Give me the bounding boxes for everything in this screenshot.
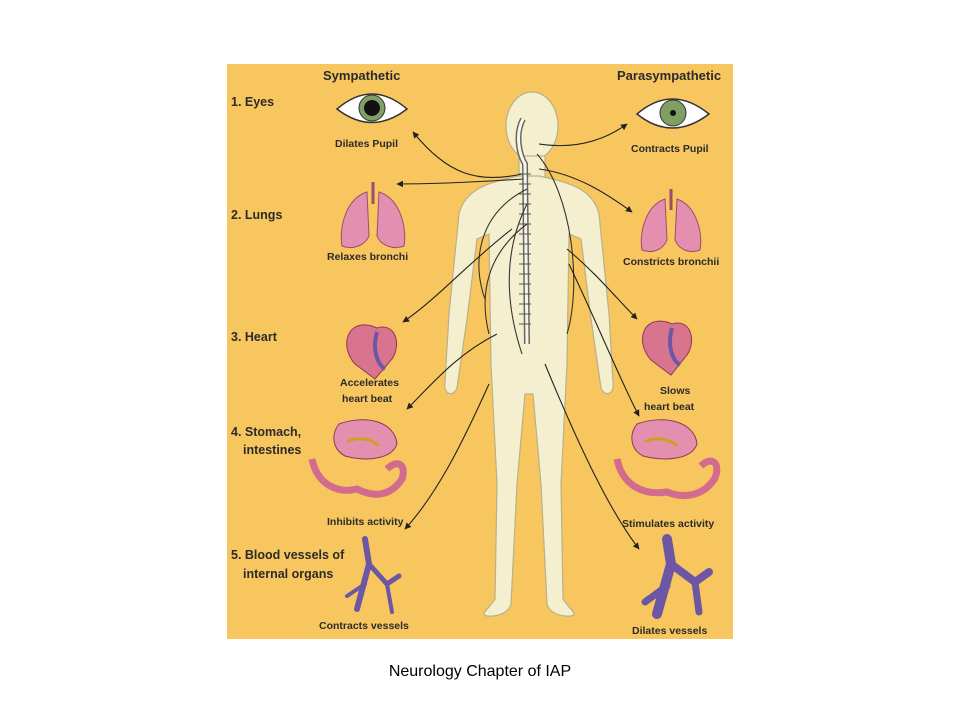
sympathetic-eye-caption: Dilates Pupil	[335, 138, 398, 150]
parasympathetic-lungs-icon	[640, 189, 702, 253]
parasympathetic-blood-vessels-icon	[641, 534, 713, 619]
sympathetic-vessels-caption: Contracts vessels	[319, 620, 409, 632]
sympathetic-stomach-caption: Inhibits activity	[327, 516, 404, 528]
parasympathetic-lungs-caption: Constricts bronchii	[623, 256, 719, 268]
organ-label-vessels-line2: internal organs	[243, 567, 333, 581]
spinal-cord	[515, 117, 531, 345]
organ-label-stomach-line2: intestines	[243, 443, 301, 457]
organ-label-stomach-line1: 4. Stomach,	[231, 425, 301, 439]
sympathetic-lungs-icon	[340, 182, 406, 249]
parasympathetic-vessels-caption: Dilates vessels	[632, 625, 707, 637]
parasympathetic-heart-caption-line1: Slows	[660, 385, 691, 397]
sympathetic-arrows	[396, 131, 524, 530]
organ-label-lungs: 2. Lungs	[231, 208, 282, 222]
organ-label-heart: 3. Heart	[231, 330, 278, 344]
parasympathetic-header: Parasympathetic	[617, 68, 721, 83]
parasympathetic-stomach-intestines-icon	[613, 419, 721, 499]
sympathetic-header: Sympathetic	[323, 68, 400, 83]
sympathetic-lungs-caption: Relaxes bronchi	[327, 251, 408, 263]
parasympathetic-heart-caption-line2: heart beat	[644, 401, 695, 413]
autonomic-nervous-system-diagram: Sympathetic Parasympathetic 1. Eyes 2. L…	[227, 64, 733, 639]
sympathetic-eye-icon	[335, 93, 409, 124]
sympathetic-blood-vessels-icon	[345, 536, 402, 614]
organ-label-eyes: 1. Eyes	[231, 95, 274, 109]
sympathetic-stomach-intestines-icon	[308, 419, 407, 498]
organ-label-vessels-line1: 5. Blood vessels of	[231, 548, 345, 562]
slide-caption: Neurology Chapter of IAP	[388, 663, 572, 680]
sympathetic-heart-icon	[346, 324, 397, 380]
parasympathetic-arrows	[538, 123, 640, 550]
parasympathetic-eye-caption: Contracts Pupil	[631, 143, 709, 155]
sympathetic-heart-caption-line1: Accelerates	[340, 377, 399, 389]
parasympathetic-eye-icon	[635, 98, 711, 129]
parasympathetic-heart-icon	[641, 320, 692, 376]
sympathetic-heart-caption-line2: heart beat	[342, 393, 393, 405]
parasympathetic-stomach-caption: Stimulates activity	[622, 518, 714, 530]
